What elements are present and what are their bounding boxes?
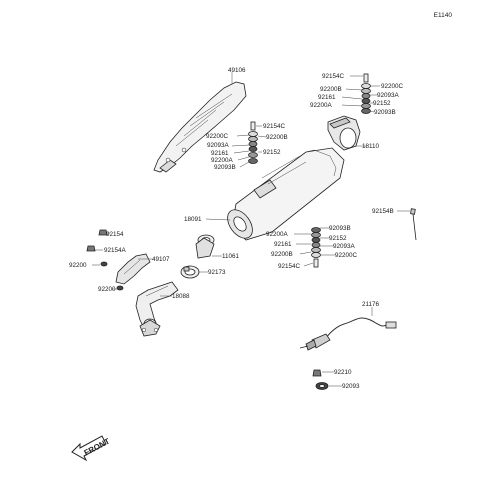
label-92173: 92173 bbox=[208, 269, 226, 276]
label-92093B-mid: 92093B bbox=[214, 164, 236, 171]
label-92210: 92210 bbox=[334, 369, 352, 376]
label-49106: 49106 bbox=[228, 67, 246, 74]
end-cap-18110 bbox=[327, 115, 361, 151]
label-92093A-low: 92093A bbox=[333, 243, 356, 250]
label-92200B-mid: 92200B bbox=[266, 134, 288, 141]
gasket-11061 bbox=[195, 234, 215, 259]
label-92200A-low: 92200A bbox=[266, 231, 289, 238]
label-92161-top: 92161 bbox=[318, 94, 336, 101]
label-92161-low: 92161 bbox=[274, 241, 292, 248]
label-92200B-low: 92200B bbox=[271, 251, 293, 258]
label-92152-low: 92152 bbox=[329, 235, 347, 242]
fastener-stack-upper-middle bbox=[248, 121, 258, 164]
bracket-49107 bbox=[115, 253, 151, 285]
washer-92093 bbox=[315, 382, 329, 390]
label-92200A-mid: 92200A bbox=[211, 157, 234, 164]
label-92200B-top: 92200B bbox=[320, 86, 342, 93]
label-18091: 18091 bbox=[184, 216, 202, 223]
label-92093A-mid: 92093A bbox=[207, 142, 230, 149]
muffler-18091 bbox=[227, 147, 345, 241]
label-92200C-mid: 92200C bbox=[206, 133, 229, 140]
label-92200A-top: 92200A bbox=[310, 102, 333, 109]
label-92200-lower: 92200 bbox=[98, 286, 116, 293]
bolt-92154A bbox=[86, 245, 96, 252]
label-92200C-low: 92200C bbox=[335, 252, 358, 259]
label-92154C-top: 92154C bbox=[322, 73, 345, 80]
label-92154C-low: 92154C bbox=[278, 263, 301, 270]
clamp-92173 bbox=[180, 265, 200, 279]
exhaust-pipe-18088 bbox=[135, 281, 179, 337]
label-92093B-low: 92093B bbox=[329, 225, 351, 232]
label-92154B: 92154B bbox=[372, 208, 394, 215]
label-92093B-top: 92093B bbox=[374, 109, 396, 116]
heat-shield-49106 bbox=[153, 81, 247, 173]
label-92154C-mid: 92154C bbox=[263, 123, 286, 130]
label-18088: 18088 bbox=[172, 293, 190, 300]
label-21176: 21176 bbox=[362, 301, 380, 308]
bolt-92154 bbox=[98, 229, 108, 236]
label-49107: 49107 bbox=[152, 256, 170, 263]
label-92200-upper: 92200 bbox=[69, 262, 87, 269]
label-92200C-top: 92200C bbox=[381, 83, 404, 90]
label-92154: 92154 bbox=[106, 231, 124, 238]
fastener-stack-lower-middle bbox=[311, 227, 321, 268]
label-92093A-top: 92093A bbox=[377, 92, 400, 99]
label-92154A: 92154A bbox=[104, 247, 127, 254]
fastener-stack-top-right bbox=[361, 73, 371, 114]
label-11061: 11061 bbox=[222, 253, 240, 260]
bolt-92210 bbox=[312, 369, 322, 377]
label-92152-mid: 92152 bbox=[263, 149, 281, 156]
label-18110: 18110 bbox=[362, 143, 380, 150]
diagram-code: E1140 bbox=[434, 12, 453, 19]
label-92152-top: 92152 bbox=[373, 100, 391, 107]
front-direction-arrow: FRONT bbox=[71, 435, 111, 462]
bolt-92154B bbox=[410, 208, 417, 241]
washer-92200-upper bbox=[100, 261, 108, 267]
label-92093: 92093 bbox=[342, 383, 360, 390]
label-92161-mid: 92161 bbox=[211, 150, 229, 157]
washer-92200-lower bbox=[116, 285, 124, 291]
oxygen-sensor-21176 bbox=[299, 317, 397, 351]
